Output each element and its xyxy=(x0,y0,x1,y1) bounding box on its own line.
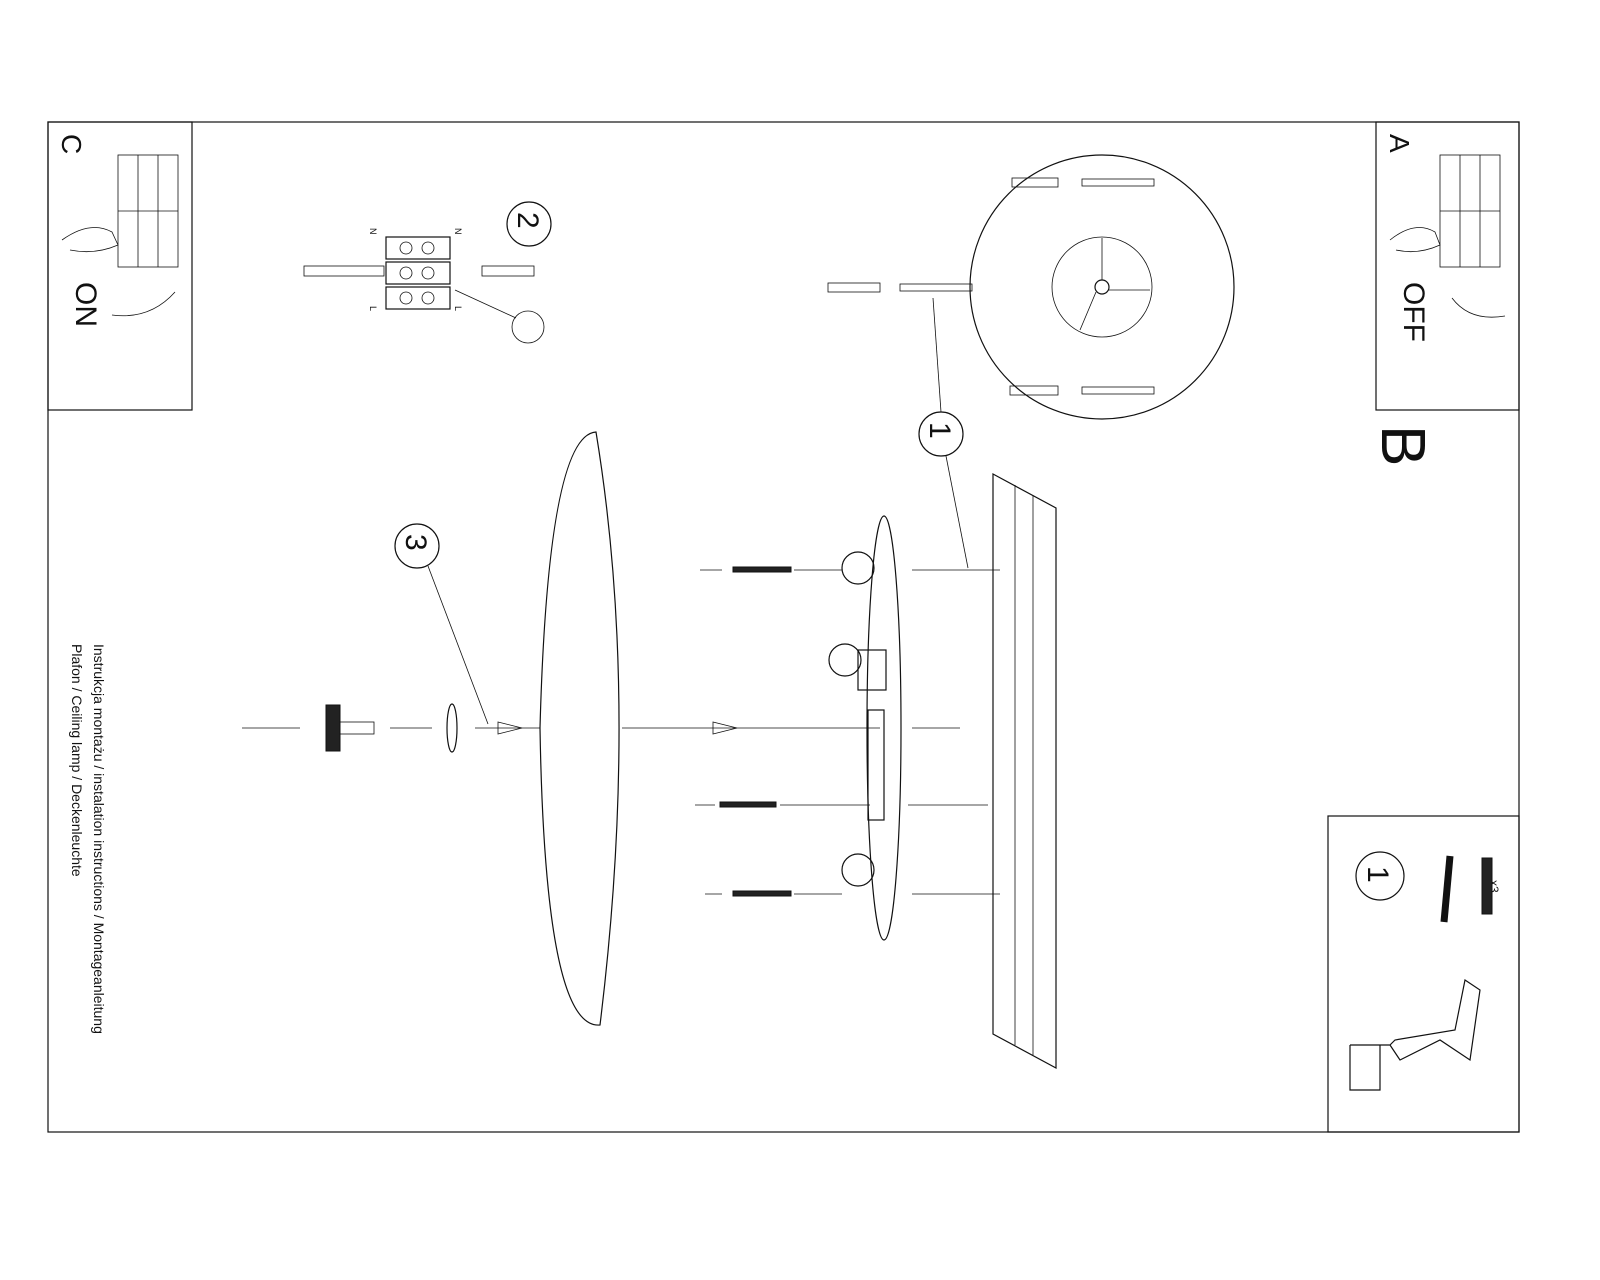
svg-text:1: 1 xyxy=(923,422,956,439)
panel-c-state: ON xyxy=(69,282,102,327)
panel-c: C ON xyxy=(47,121,193,411)
screw-icon xyxy=(719,566,792,897)
panel-c-letter: C xyxy=(56,134,87,154)
wall-plug-icon xyxy=(827,177,1059,396)
svg-text:N: N xyxy=(368,228,378,235)
step-3-marker: 3 xyxy=(394,523,489,725)
washer-icon xyxy=(446,703,458,753)
parts-box: 1 x3 xyxy=(1327,815,1520,1133)
curved-arrow-icon xyxy=(111,291,176,317)
wall-plug-icon xyxy=(1481,857,1493,915)
screw-icon xyxy=(1440,855,1454,923)
knob-screw-icon xyxy=(325,704,341,752)
svg-text:3: 3 xyxy=(399,534,432,551)
assembly-lines xyxy=(242,569,1000,895)
ceiling-surface xyxy=(992,472,1057,1070)
panel-a: A OFF xyxy=(1375,121,1520,411)
drill-icon xyxy=(1349,979,1481,1091)
terminal-connector: N N L L xyxy=(303,228,545,344)
svg-text:2: 2 xyxy=(511,212,544,229)
svg-text:L: L xyxy=(453,306,463,311)
bulb-socket xyxy=(828,551,887,887)
page-frame xyxy=(47,121,1520,1133)
step-2-marker: 2 xyxy=(506,201,552,247)
panel-a-letter: A xyxy=(1384,134,1415,153)
ground-icon xyxy=(511,310,545,344)
glass-diffuser xyxy=(539,431,620,1026)
hand-icon xyxy=(61,227,119,253)
panel-b-letter: B xyxy=(1368,425,1437,466)
title-line-2: Plafon / Ceiling lamp / Deckenleuchte xyxy=(69,644,85,877)
panel-a-state: OFF xyxy=(1397,282,1430,342)
svg-text:L: L xyxy=(368,306,378,311)
curved-arrow-icon xyxy=(1451,297,1506,318)
parts-step-number: 1 xyxy=(1361,866,1394,883)
step-1-marker: 1 xyxy=(918,297,969,569)
hand-icon xyxy=(1389,227,1441,253)
ceiling-plate xyxy=(827,154,1235,420)
terminal-block-icon xyxy=(117,154,179,268)
screw-icon xyxy=(899,178,1155,395)
terminal-block-icon xyxy=(1439,154,1501,268)
title-line-1: Instrukcja montażu / instalation instruc… xyxy=(91,644,107,1034)
svg-text:N: N xyxy=(453,228,463,235)
